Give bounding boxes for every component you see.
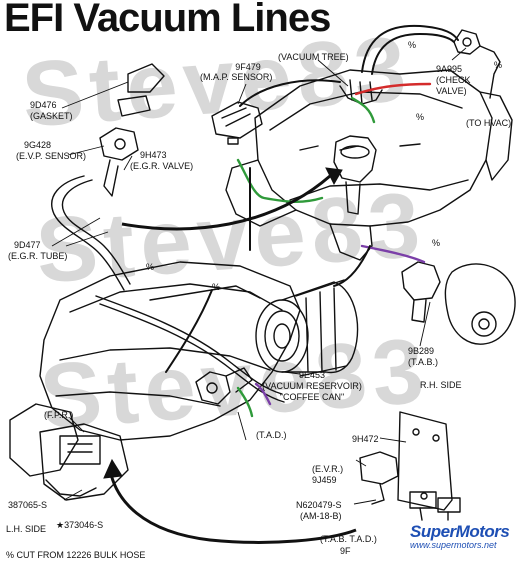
label-egr-tube-part: 9D477 [14, 240, 41, 250]
label-map-name: (M.A.P. SENSOR) [200, 72, 273, 82]
check-valve [453, 29, 481, 55]
label-egr-part: 9H473 [140, 150, 167, 160]
evr-bracket-left [59, 435, 101, 465]
label-reservoir-nick: "COFFEE CAN" [279, 392, 345, 402]
vacuum-hose-purple [360, 244, 426, 264]
label-check-part: 9A995 [436, 64, 463, 74]
label-check-name-1: (CHECK [436, 75, 471, 85]
vacuum-hose-green-2 [350, 96, 376, 124]
fpr-fitting [195, 371, 231, 405]
label-tad: (T.A.D.) [256, 430, 287, 440]
pct-marker: % [432, 238, 441, 248]
label-egr-tube-name: (E.G.R. TUBE) [8, 251, 68, 261]
label-bracket-part: 9H472 [352, 434, 379, 444]
vacuum-hose-green-3 [236, 386, 254, 418]
label-egr-name: (E.G.R. VALVE) [130, 161, 194, 171]
pct-marker: % [212, 282, 221, 292]
egr-valve [333, 135, 377, 183]
label-lh-side: L.H. SIDE [6, 524, 47, 534]
label-nut-name: (AM-18-B) [300, 511, 342, 521]
label-tab-tad: (T.A.B. T.A.D.) [320, 534, 377, 544]
label-gasket-part: 9D476 [30, 100, 57, 110]
label-to-hvac: (TO HVAC) [466, 118, 512, 128]
evp-sensor [99, 127, 139, 161]
lower-intake-manifold [39, 261, 301, 441]
label-fpr: (F.P.R.) [44, 410, 74, 420]
map-sensor [211, 101, 263, 139]
label-evr-name: (E.V.R.) [312, 464, 344, 474]
label-evr-part: 9J459 [312, 475, 337, 485]
evr-bracket [397, 411, 453, 511]
tab-tad-solenoids [409, 491, 437, 509]
label-star-part: ★373046-S [56, 520, 104, 530]
label-reservoir-name: (VACUUM RESERVOIR) [262, 381, 362, 391]
label-nut-part: N620479-S [296, 500, 342, 510]
label-rh-side: R.H. SIDE [420, 380, 462, 390]
label-evp-part: 9G428 [24, 140, 52, 150]
site-url[interactable]: www.supermotors.net [410, 540, 497, 550]
footnote: % CUT FROM 12226 BULK HOSE [6, 550, 146, 560]
evr-solenoid [359, 451, 399, 485]
label-reservoir-part: 9E453 [298, 370, 326, 380]
label-gasket-name: (GASKET) [30, 111, 73, 121]
label-vacuum-tree: (VACUUM TREE) [278, 52, 349, 62]
label-tab-name: (T.A.B.) [408, 357, 439, 367]
label-evp-name: (E.V.P. SENSOR) [16, 151, 87, 161]
pct-marker: % [146, 262, 155, 272]
gasket [127, 63, 165, 93]
vacuum-hose-purple-2 [254, 382, 272, 406]
vacuum-hose-green [236, 158, 324, 203]
label-tab-tad-part: 9F [340, 546, 351, 556]
site-logo: SuperMotors [410, 522, 510, 541]
tab-housing [444, 263, 516, 345]
tab-valve [401, 261, 441, 301]
pct-marker: % [494, 60, 503, 70]
vacuum-hose-red [354, 82, 432, 96]
egr-tube [51, 175, 125, 291]
label-screw-part: 387065-S [8, 500, 48, 510]
pct-marker: % [416, 112, 425, 122]
label-check-name-2: VALVE) [436, 86, 467, 96]
diagram-title: EFI Vacuum Lines [4, 0, 331, 40]
pct-marker: % [408, 40, 417, 50]
label-tab-part: 9B289 [408, 346, 435, 356]
label-map-part: 9F479 [235, 62, 261, 72]
vacuum-reservoir [255, 279, 359, 377]
